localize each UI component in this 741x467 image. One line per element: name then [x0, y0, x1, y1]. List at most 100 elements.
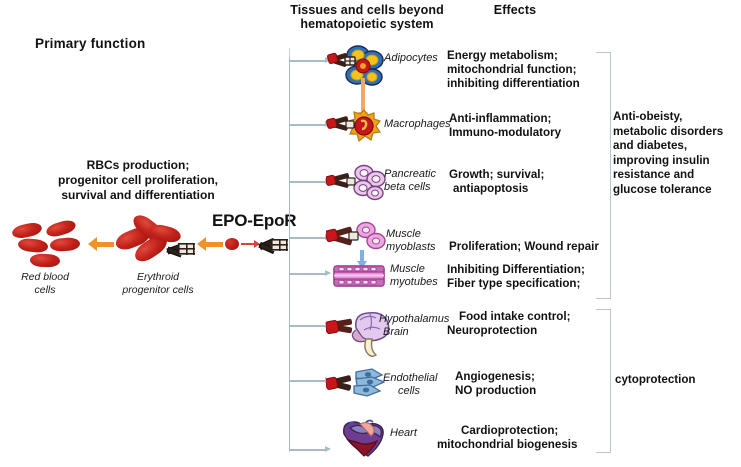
link-shaft — [361, 78, 365, 114]
effect-text-adipocytes: Energy metabolism; mitochondrial functio… — [447, 49, 612, 91]
rbc-shape — [44, 218, 78, 239]
arrow-head — [197, 237, 206, 251]
link-shaft — [360, 250, 364, 263]
effect-line2: mitochondrial function; — [447, 63, 577, 76]
receptor-lattice — [271, 239, 288, 251]
branch-arrow-head — [325, 270, 331, 276]
effect-line1: Angiogenesis; — [455, 370, 535, 383]
summary-line1: Anti-obeisty, — [613, 110, 683, 123]
erythroid-progenitor-label: Erythroid progenitor cells — [104, 271, 212, 296]
rbc-label-line1: Red blood — [21, 271, 69, 283]
progenitor-label-line1: Erythroid — [136, 271, 179, 283]
primary-function-description: RBCs production; progenitor cell prolife… — [12, 158, 264, 203]
binding-arrow-head — [254, 240, 260, 248]
rbc-shape — [29, 253, 61, 268]
header-primary-function: Primary function — [35, 36, 146, 51]
summary-text-cytoprotection: cytoprotection — [615, 373, 739, 388]
progenitor-label-line2: progenitor cells — [122, 283, 194, 296]
cell-label-line2: cells — [398, 385, 421, 397]
summary-bracket-metabolic — [596, 52, 611, 299]
cell-label-line1: Adipocytes — [384, 52, 438, 64]
endothelial-cell-icon — [325, 366, 388, 402]
effect-text-heart: Cardioprotection; mitochondrial biogenes… — [437, 424, 627, 452]
rbc-label-line2: cells — [34, 283, 56, 296]
branch-line — [289, 449, 326, 451]
heart-icon — [336, 418, 392, 462]
effect-line1: Energy metabolism; — [447, 49, 558, 62]
branch-line — [289, 181, 326, 183]
epo-epor-label: EPO-EpoR — [212, 211, 297, 230]
effect-line2: Immuno-modulatory — [449, 126, 562, 139]
effect-line2: NO production — [455, 384, 537, 397]
primary-desc-line1: RBCs production; — [86, 158, 190, 172]
erythroid-progenitor-illustration — [113, 211, 197, 270]
epor-receptor-on-progenitor — [166, 240, 197, 258]
summary-bracket-cytoprotection — [596, 309, 611, 453]
effect-text-myotubes: Inhibiting Differentiation; Fiber type s… — [447, 263, 627, 291]
branch-line — [289, 237, 326, 239]
arrow-shaft — [206, 241, 223, 247]
differentiation-arrow-2 — [197, 237, 223, 251]
branch-line — [289, 325, 326, 327]
header-middle-line2: hematopoietic system — [300, 17, 434, 31]
branch-arrow-head — [325, 446, 331, 452]
effect-line1: Cardioprotection; — [461, 424, 559, 437]
effect-line1: Growth; survival; — [449, 168, 545, 181]
binding-arrow-shaft — [241, 243, 255, 245]
primary-desc-line2: progenitor cell proliferation, — [57, 173, 218, 187]
pancreatic-beta-cell-icon — [325, 164, 388, 202]
cell-label-macrophages: Macrophages — [384, 118, 462, 131]
header-middle-line1: Tissues and cells beyond — [290, 3, 444, 17]
primary-desc-line3: survival and differentiation — [61, 188, 215, 202]
cell-label-line2: myotubes — [390, 276, 438, 288]
differentiation-arrow-1 — [88, 237, 114, 251]
macrophage-icon — [326, 108, 388, 146]
header-middle-column: Tissues and cells beyond hematopoietic s… — [262, 3, 472, 31]
cell-label-line1: Muscle — [390, 263, 425, 275]
effect-text-endothelial: Angiogenesis; NO production — [455, 370, 625, 398]
effect-line1: Proliferation; Wound repair — [449, 240, 599, 253]
summary-line6: glucose tolerance — [613, 182, 712, 196]
cell-label-line1: Endothelial — [383, 372, 438, 384]
cell-label-line2: myoblasts — [386, 241, 436, 253]
cell-label-hypothalamus-brain: Hypothalamus Brain — [379, 313, 461, 339]
effect-text-myoblasts: Proliferation; Wound repair — [449, 240, 639, 254]
rbc-shape — [17, 237, 49, 254]
arrow-head — [88, 237, 97, 251]
epo-ligand-dot — [225, 238, 239, 250]
effect-text-pancreatic: Growth; survival; antiapoptosis — [449, 168, 614, 196]
effect-text-brain: Food intake control; Neuroprotection — [447, 310, 627, 338]
muscle-myoblast-icon — [324, 221, 388, 257]
effect-line1: Anti-inflammation; — [449, 112, 552, 125]
arrow-shaft — [97, 241, 114, 247]
cell-label-line1: Muscle — [386, 228, 421, 240]
effect-line1: Inhibiting Differentiation; — [447, 263, 585, 276]
summary-line1: cytoprotection — [615, 373, 696, 386]
summary-line2: metabolic disorders — [613, 124, 724, 138]
epor-receptor — [258, 235, 289, 255]
red-blood-cells-label: Red blood cells — [2, 271, 88, 296]
adipocytes-icon — [326, 44, 388, 90]
epo-epor-binding-illustration — [225, 234, 289, 256]
brain-icon — [325, 306, 392, 358]
connector-trunk — [289, 57, 291, 450]
effect-line2: Neuroprotection — [447, 324, 538, 337]
summary-line3: and diabetes, — [613, 139, 688, 152]
link-arrow-head — [357, 261, 367, 269]
cell-label-muscle-myotubes: Muscle myotubes — [390, 263, 456, 289]
connector-branch — [289, 446, 333, 454]
connector-branch — [289, 270, 333, 278]
header-effects: Effects — [493, 3, 537, 17]
effect-line2: antiapoptosis — [453, 182, 529, 195]
branch-line — [289, 60, 326, 62]
myoblast-myotube-link-arrow — [357, 250, 367, 270]
cell-label-endothelial-cells: Endothelial cells — [383, 372, 455, 398]
cell-label-line1: Hypothalamus — [379, 313, 450, 325]
cell-label-muscle-myoblasts: Muscle myoblasts — [386, 228, 452, 254]
cell-label-pancreatic-beta-cells: Pancreatic beta cells — [384, 168, 458, 194]
effect-line1: Food intake control; — [459, 310, 571, 323]
cell-label-line2: beta cells — [384, 181, 431, 193]
effect-line2: mitochondrial biogenesis — [437, 438, 578, 451]
rbc-shape — [10, 221, 44, 240]
branch-line — [289, 124, 326, 126]
